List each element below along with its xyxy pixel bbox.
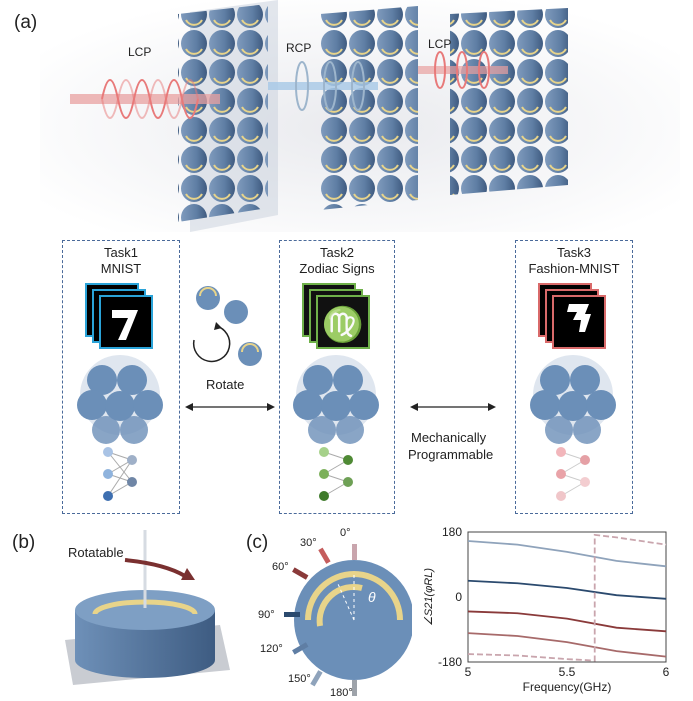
x-tick-label: 6: [663, 665, 670, 679]
metasurface-unit-cluster: [530, 355, 616, 444]
panel-label-c: (c): [246, 532, 269, 553]
task3-box: Task3 Fashion-MNIST: [515, 240, 633, 514]
angle-label-120: 120°: [260, 643, 283, 655]
angle-label-90: 90°: [258, 609, 275, 621]
rotatable-unit-cell: [65, 530, 230, 685]
beam-lcp-left: [70, 79, 220, 119]
y-tick-label: 180: [442, 525, 462, 539]
y-tick-label: -180: [438, 655, 462, 669]
angle-label-0: 0°: [340, 527, 351, 539]
mech-label-line1: Mechanically: [411, 430, 487, 445]
mnist-stack-icon: [85, 283, 153, 349]
task1-subtitle: MNIST: [100, 261, 142, 276]
angle-label-180: 180°: [330, 687, 353, 698]
series-line-1: [467, 579, 667, 600]
metasurface-panel-left: [178, 0, 278, 232]
metasurface-panel-middle: [320, 6, 418, 210]
rotate-arrow-icon: [124, 558, 195, 580]
metasurface-unit-cluster: [293, 355, 379, 444]
angle-label-60: 60°: [272, 561, 289, 573]
task2-title: Task2: [320, 245, 354, 260]
fashion-mnist-stack-icon: [538, 283, 606, 349]
task2-box: Task2 Zodiac Signs: [279, 240, 395, 514]
task2-graphics: ♍: [293, 283, 379, 501]
neural-network-icon: [319, 447, 353, 501]
metasurface-scene: LCP RCP LCP: [40, 0, 680, 232]
double-arrow-icon: [185, 403, 275, 411]
double-arrow-icon: [410, 403, 496, 411]
task1-box: Task1 MNIST: [62, 240, 180, 514]
beam-rcp-middle: [268, 61, 378, 111]
phase-chart: 5 5.5 6 180 0 -180 Frequency(GHz) ∠S21(φRL): [423, 525, 670, 694]
label-lcp-right: LCP: [428, 37, 451, 51]
rotate-arrow-icon: [192, 322, 231, 363]
metasurface-panel-right: [450, 8, 568, 195]
mech-label-line2: Programmable: [408, 447, 494, 462]
metasurface-unit-cluster: [77, 355, 163, 444]
angle-dial: θ 0° 30° 60° 90° 120° 150° 180°: [258, 527, 412, 698]
neural-network-icon: [103, 447, 137, 501]
virgo-glyph: ♍: [322, 305, 364, 344]
series-line-4: [467, 533, 667, 662]
rotate-label: Rotate: [206, 377, 245, 392]
y-tick-label: 0: [455, 590, 462, 604]
label-rcp: RCP: [286, 41, 311, 55]
tick-layer: 5 5.5 6 180 0 -180: [438, 525, 670, 679]
task1-title: Task1: [104, 245, 138, 260]
x-tick-label: 5: [465, 665, 472, 679]
angle-label-150: 150°: [288, 673, 311, 685]
task2-subtitle: Zodiac Signs: [299, 261, 375, 276]
panel-label-b: (b): [12, 532, 36, 553]
angle-label-30: 30°: [300, 537, 317, 549]
series-line-0: [467, 540, 667, 568]
zodiac-stack-icon: ♍: [302, 283, 370, 349]
series-layer: [467, 533, 667, 662]
rotatable-label: Rotatable: [68, 545, 124, 560]
series-line-3: [467, 632, 667, 658]
task3-title: Task3: [557, 245, 591, 260]
angle-tick-marks: [284, 544, 357, 696]
y-axis-label: ∠S21(φRL): [423, 568, 435, 626]
task1-graphics: [77, 283, 163, 501]
task3-subtitle: Fashion-MNIST: [528, 261, 620, 276]
beam-lcp-right: [418, 51, 508, 89]
x-tick-label: 5.5: [559, 665, 576, 679]
series-line-2: [467, 610, 667, 633]
task3-graphics: [530, 283, 616, 501]
label-lcp-left: LCP: [128, 45, 151, 59]
theta-label: θ: [368, 589, 376, 605]
rotate-illustration: [192, 286, 262, 366]
x-axis-label: Frequency(GHz): [523, 680, 612, 694]
panel-label-a: (a): [14, 12, 38, 33]
plot-frame: [467, 531, 667, 663]
neural-network-icon: [556, 447, 590, 501]
